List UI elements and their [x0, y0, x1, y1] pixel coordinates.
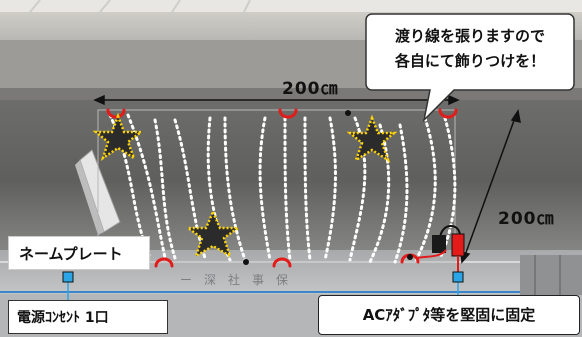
callout-bubble: [365, 13, 575, 123]
light-strings: [108, 113, 457, 264]
outlet-icon: [62, 271, 74, 300]
callout-line-2: 各自にて飾りつけを！: [394, 52, 546, 70]
height-dimension-arrow: [460, 109, 521, 264]
wire-frame: [97, 109, 456, 263]
nameplate-label: ネームプレート: [8, 236, 150, 270]
callout-line-1: 渡り線を張りますので: [394, 27, 545, 45]
height-dimension-label: 200㎝: [498, 209, 555, 229]
outlet-icon: [452, 271, 464, 296]
callout-text: 渡り線を張りますので 各自にて飾りつけを！: [372, 24, 568, 74]
width-dimension-arrow: [93, 94, 460, 106]
svg-text:ー 深 社 事 保: ー 深 社 事 保: [180, 272, 288, 287]
star-decoration-icon: [92, 112, 398, 259]
adapter-label: ACｱﾀﾞﾌﾟﾀ等を堅固に固定: [318, 295, 580, 335]
outlet-label: 電源ｺﾝｾﾝﾄ 1口: [8, 300, 168, 334]
width-dimension-label: 200㎝: [282, 79, 339, 99]
